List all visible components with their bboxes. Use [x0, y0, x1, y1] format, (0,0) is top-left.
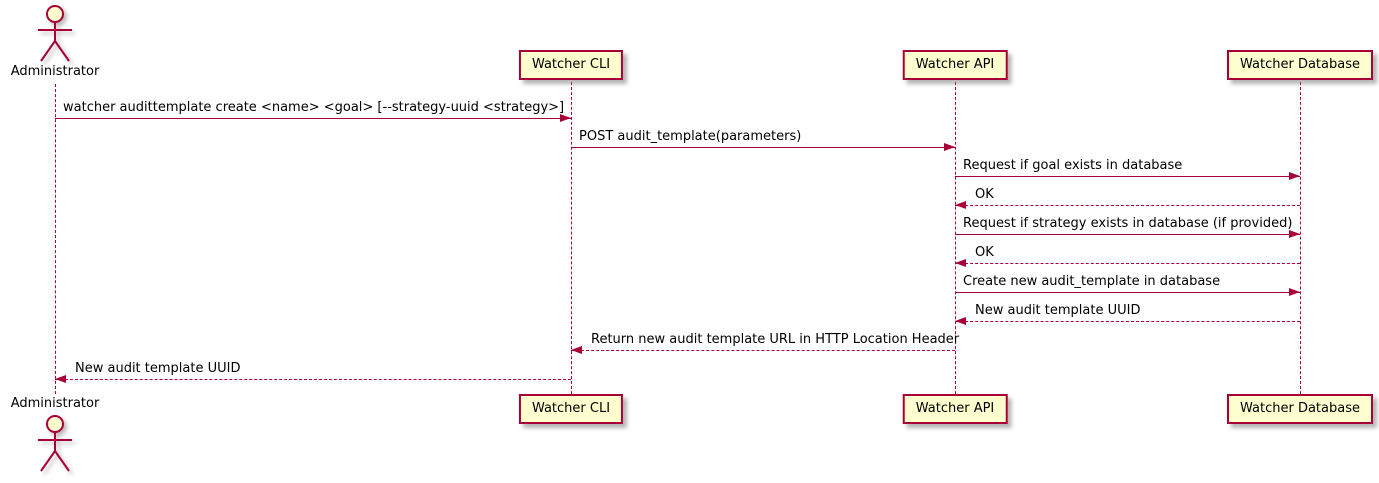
message-text: OK	[975, 245, 994, 260]
message-arrow	[571, 143, 955, 151]
message-text: New audit template UUID	[975, 303, 1141, 318]
message-text: New audit template UUID	[75, 361, 241, 376]
lifeline-watcher-api	[955, 82, 956, 394]
message-arrow	[955, 172, 1300, 180]
message-8-new-audit-template-uuid: New audit template UUID	[955, 303, 1300, 325]
arrowhead-icon	[1289, 172, 1300, 180]
message-arrow	[955, 317, 1300, 325]
stick-figure-icon	[38, 415, 72, 472]
message-1-create-audittemplate: watcher audittemplate create <name> <goa…	[55, 100, 571, 122]
actor-label: Administrator	[10, 64, 100, 79]
message-arrow	[55, 375, 571, 383]
message-9-return-url-location-header: Return new audit template URL in HTTP Lo…	[571, 332, 960, 354]
actor-label: Administrator	[10, 396, 100, 411]
arrowhead-icon	[55, 375, 66, 383]
lifeline-administrator	[55, 84, 56, 394]
arrowhead-icon	[955, 201, 966, 209]
message-arrow	[955, 201, 1300, 209]
lifeline-watcher-database	[1300, 82, 1301, 394]
arrowhead-icon	[571, 346, 582, 354]
participant-watcher-database-bottom: Watcher Database	[1227, 394, 1373, 424]
participant-watcher-database-top: Watcher Database	[1227, 50, 1373, 80]
message-5-request-strategy-exists: Request if strategy exists in database (…	[955, 216, 1300, 238]
message-text: Request if strategy exists in database (…	[963, 216, 1293, 231]
actor-administrator-top: Administrator	[0, 4, 110, 80]
message-10-new-audit-template-uuid: New audit template UUID	[55, 361, 571, 383]
message-2-post-audit-template: POST audit_template(parameters)	[571, 129, 955, 151]
message-7-create-audit-template-db: Create new audit_template in database	[955, 274, 1300, 296]
actor-administrator-bottom: Administrator	[0, 396, 110, 476]
message-text: watcher audittemplate create <name> <goa…	[63, 100, 565, 115]
message-arrow	[955, 230, 1300, 238]
message-arrow	[955, 288, 1300, 296]
participant-watcher-cli-top: Watcher CLI	[518, 50, 624, 80]
message-arrow	[955, 259, 1300, 267]
message-arrow	[571, 346, 955, 354]
message-text: Return new audit template URL in HTTP Lo…	[591, 332, 960, 347]
arrowhead-icon	[944, 143, 955, 151]
arrowhead-icon	[1289, 230, 1300, 238]
message-text: POST audit_template(parameters)	[579, 129, 802, 144]
message-6-ok: OK	[955, 245, 1300, 267]
lifeline-watcher-cli	[571, 82, 572, 394]
message-4-ok: OK	[955, 187, 1300, 209]
arrowhead-icon	[1289, 288, 1300, 296]
arrowhead-icon	[560, 114, 571, 122]
arrowhead-icon	[955, 317, 966, 325]
participant-watcher-api-top: Watcher API	[902, 50, 1008, 80]
participant-watcher-api-bottom: Watcher API	[902, 394, 1008, 424]
participant-watcher-cli-bottom: Watcher CLI	[518, 394, 624, 424]
message-text: Request if goal exists in database	[963, 158, 1183, 173]
arrowhead-icon	[955, 259, 966, 267]
stick-figure-icon	[38, 5, 72, 62]
message-text: OK	[975, 187, 994, 202]
message-text: Create new audit_template in database	[963, 274, 1221, 289]
message-3-request-goal-exists: Request if goal exists in database	[955, 158, 1300, 180]
message-arrow	[55, 114, 571, 122]
